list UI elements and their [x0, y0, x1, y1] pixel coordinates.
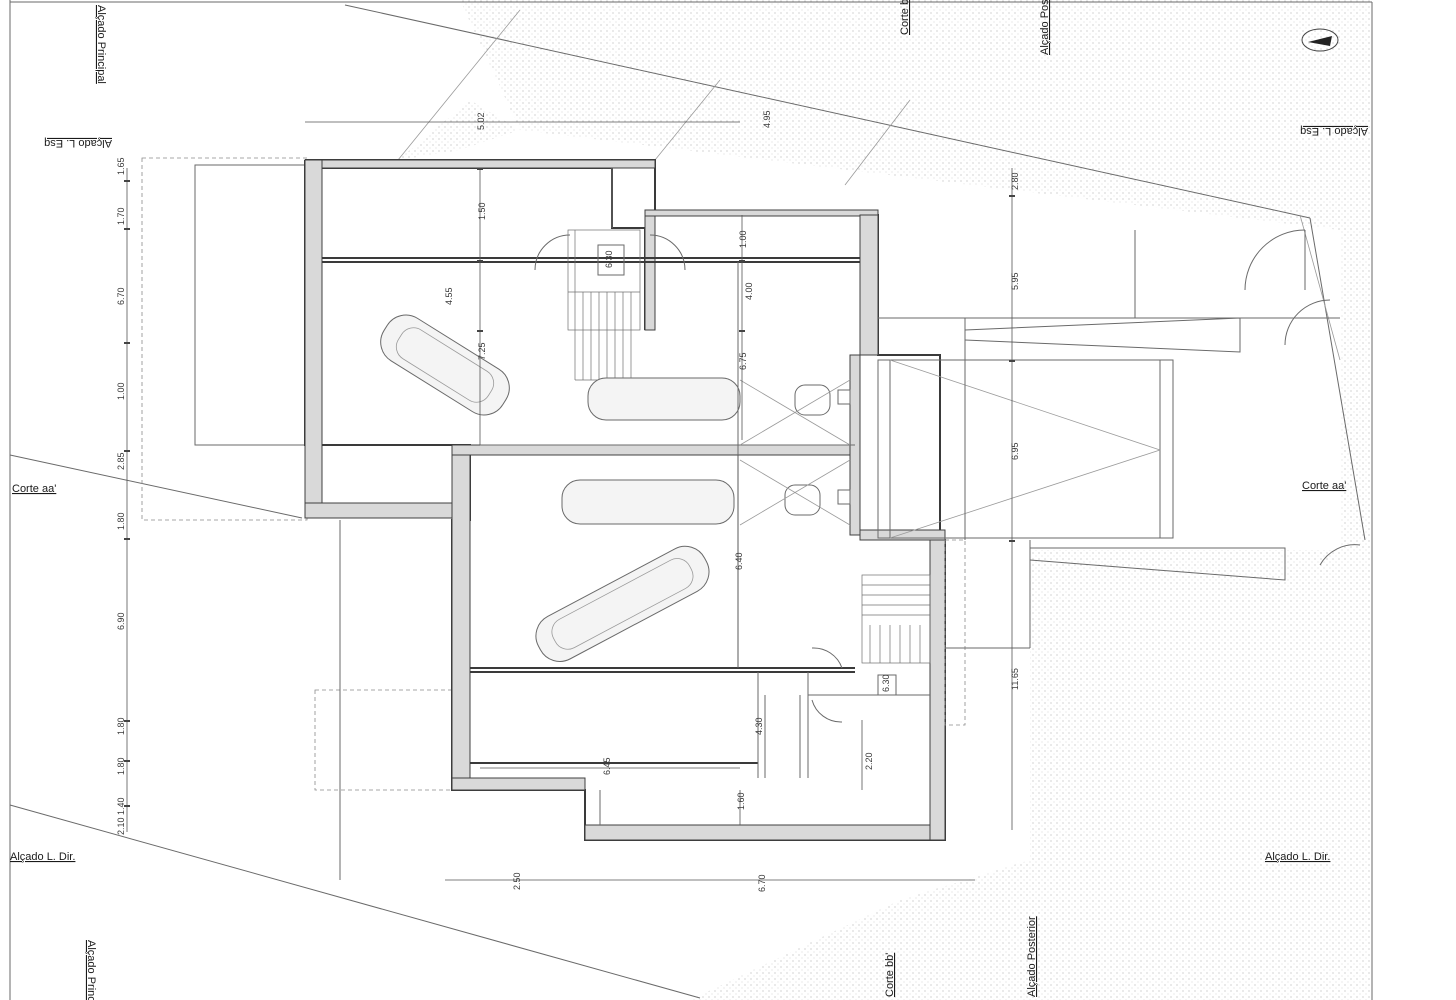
label-corte-aa-left: Corte aa' [12, 483, 56, 495]
dim-bottom-0: 2.50 [512, 872, 522, 890]
section-labels: Alçado Principal Alçado L. Esq Corte aa'… [10, 0, 1368, 1000]
label-alcado-posterior-top: Alçado Posterior [1039, 0, 1051, 55]
dim-room-mid-0: 1.00 [738, 230, 748, 248]
dim-left-0: 1.65 [116, 157, 126, 175]
terrain-hatch [398, 0, 1370, 1000]
dim-room-lower-0: 6.40 [734, 552, 744, 570]
label-corte-bb-bottom: Corte bb' [884, 953, 896, 997]
stair-lower-treads [862, 584, 930, 663]
dim-left-10: 2.10 [116, 817, 126, 835]
wc-lower [784, 484, 821, 516]
dim-left-3: 1.00 [116, 382, 126, 400]
fixture-area-1: 6.30 [881, 674, 891, 692]
dim-left-1: 1.70 [116, 207, 126, 225]
label-alcado-esq-right: Alçado L. Esq [1300, 125, 1368, 137]
terrace [877, 230, 1340, 726]
dim-right-0: 5.95 [1010, 272, 1020, 290]
stair-upper-treads [574, 230, 640, 381]
dim-left-2: 6.70 [116, 287, 126, 305]
dim-room-lower-1: 6.45 [602, 757, 612, 775]
dim-right-1: 6.95 [1010, 442, 1020, 460]
dim-room-top-1: 4.55 [444, 287, 454, 305]
car-upper [380, 314, 510, 416]
fixture-area-0: 6.30 [604, 250, 614, 268]
bathtub-lower [561, 479, 735, 525]
wc-upper [794, 384, 831, 416]
label-corte-bb-top: Corte bb' [899, 0, 911, 35]
car-lower [535, 545, 710, 662]
label-alcado-dir-right: Alçado L. Dir. [1265, 851, 1330, 863]
stairs [567, 229, 931, 664]
dim-top-1: 4.95 [762, 110, 772, 128]
dim-left-5: 1.80 [116, 512, 126, 530]
label-corte-aa-right: Corte aa' [1302, 480, 1346, 492]
label-alcado-principal-top: Alçado Principal [95, 5, 107, 84]
dim-left-7: 1.80 [116, 717, 126, 735]
dim-room-top-0: 1.50 [477, 202, 487, 220]
label-alcado-principal-bottom: Alçado Principal [85, 940, 97, 1000]
dim-room-lower-4: 2.20 [864, 752, 874, 770]
label-alcado-posterior-bottom: Alçado Posterior [1026, 916, 1038, 997]
dim-room-mid-1: 4.00 [744, 282, 754, 300]
bathtub-upper [587, 377, 741, 421]
dim-room-lower-2: 4.30 [754, 717, 764, 735]
dim-top-0: 5.02 [476, 112, 486, 130]
doors [534, 229, 1361, 723]
dim-left-4: 2.85 [116, 452, 126, 470]
dimension-lines [124, 121, 1015, 881]
fixtures [380, 244, 897, 778]
dim-left-8: 1.80 [116, 757, 126, 775]
dim-room-top-2: 7.25 [477, 342, 487, 360]
dimension-texts: 1.65 1.70 6.70 1.00 2.85 1.80 6.90 1.80 … [116, 110, 1020, 892]
dim-top-2: 2.80 [1010, 172, 1020, 190]
dim-room-lower-3: 1.60 [736, 792, 746, 810]
dim-room-mid-2: 6.75 [738, 352, 748, 370]
dim-left-6: 6.90 [116, 612, 126, 630]
site-boundary [9, 4, 1366, 999]
building-walls [304, 159, 946, 841]
label-alcado-dir-left: Alçado L. Dir. [10, 851, 75, 863]
north-arrow-icon [1301, 28, 1339, 52]
dim-right-2: 11.65 [1010, 668, 1020, 690]
left-annex [141, 157, 456, 880]
dim-left-9: 1.40 [116, 797, 126, 815]
label-alcado-esq-left: Alçado L. Esq [44, 137, 112, 149]
dim-bottom-1: 6.70 [757, 874, 767, 892]
